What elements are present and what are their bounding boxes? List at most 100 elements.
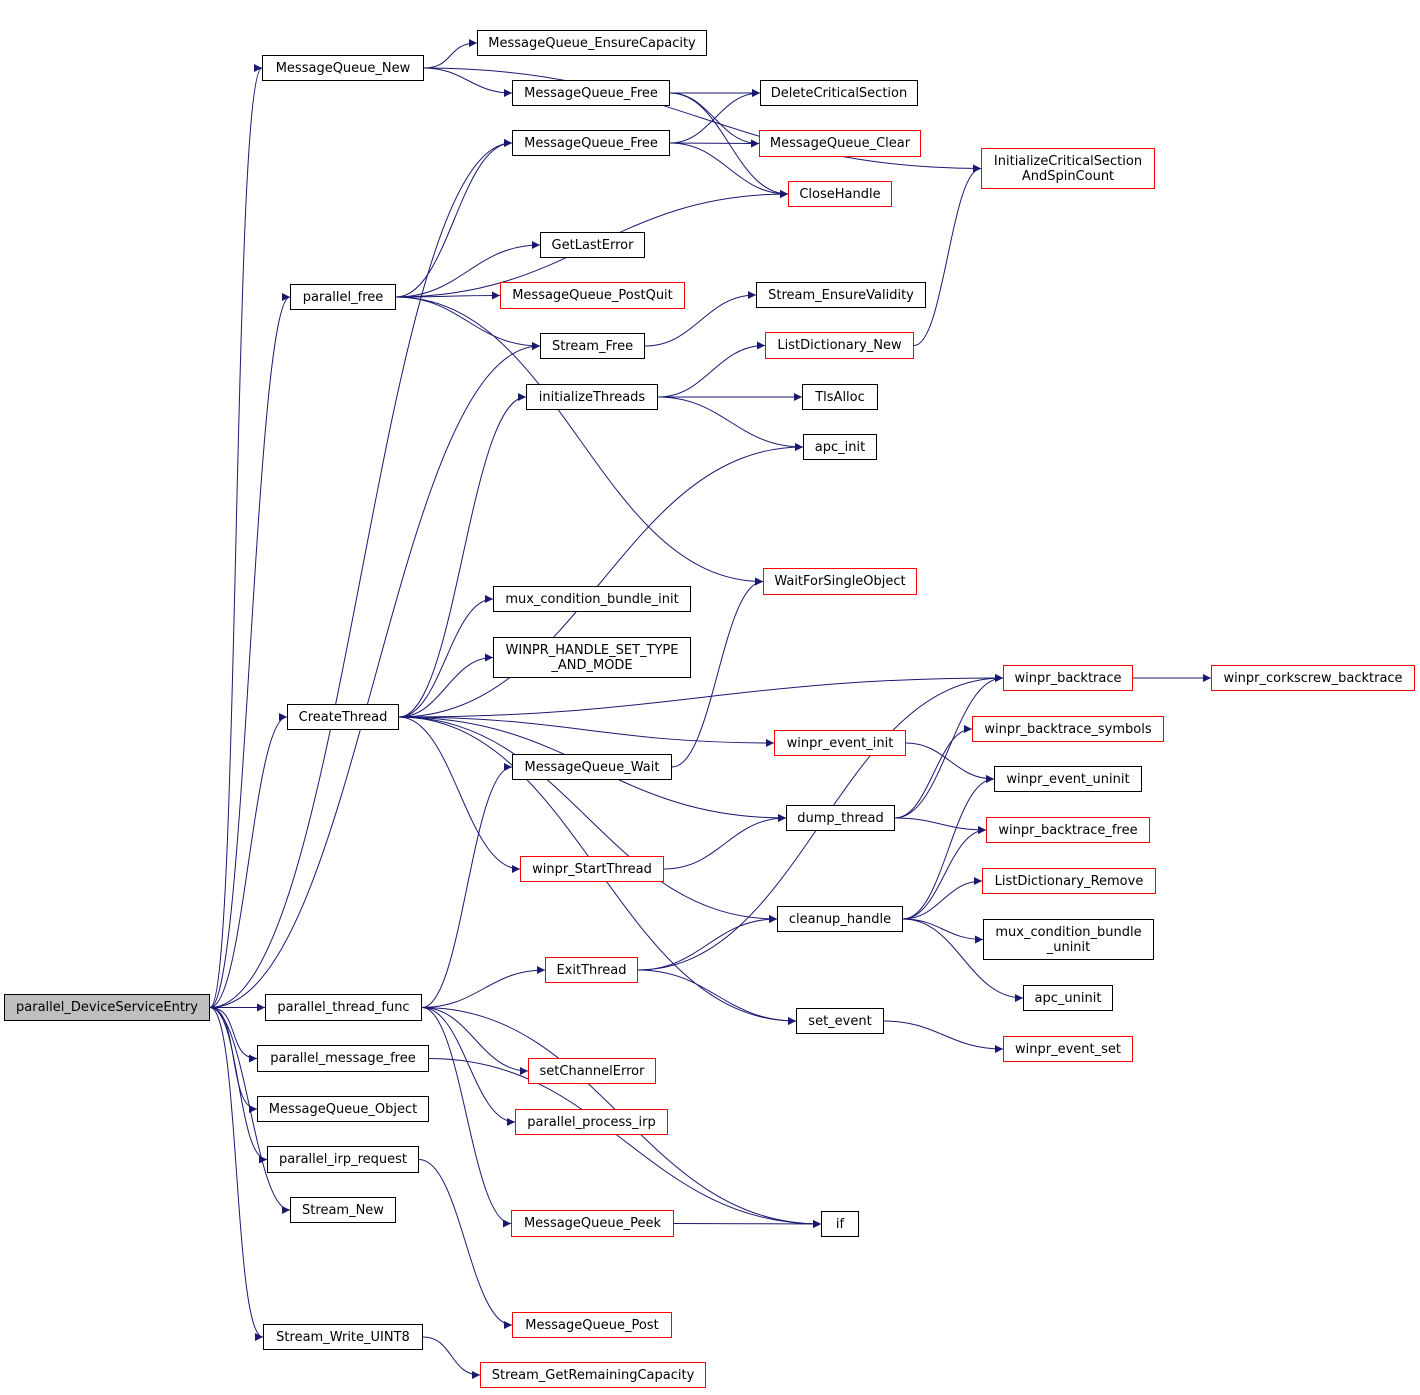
- edge-exitthread-to-cleanup: [637, 915, 778, 971]
- edge-s-free-to-s-ensure: [644, 291, 757, 347]
- edge-mq-free2-to-delcs: [669, 89, 761, 144]
- node-label: ListDictionary_New: [777, 338, 902, 353]
- edge-root-to-createthread: [209, 713, 288, 1008]
- node-label: winpr_event_set: [1015, 1041, 1121, 1057]
- node-label: ExitThread: [556, 962, 627, 978]
- node-label: winpr_event_init: [786, 735, 894, 751]
- edge-createthread-to-whst: [398, 653, 494, 718]
- edge-cleanup-to-apcuninit: [902, 918, 1024, 1002]
- node-pmfree[interactable]: parallel_message_free: [257, 1045, 429, 1072]
- node-createthread[interactable]: CreateThread: [287, 704, 399, 730]
- edge-root-to-swrite: [209, 1007, 264, 1341]
- node-label: Stream_EnsureValidity: [768, 287, 914, 303]
- node-label: Stream_New: [302, 1202, 384, 1218]
- node-pthread[interactable]: parallel_thread_func: [265, 994, 422, 1021]
- edge-initthreads-to-apcinit: [657, 396, 804, 451]
- node-mq-new[interactable]: MessageQueue_New: [262, 55, 424, 81]
- node-cork[interactable]: winpr_corkscrew_backtrace: [1211, 665, 1415, 691]
- edge-pmfree-to-if: [428, 1058, 822, 1228]
- node-apcinit[interactable]: apc_init: [803, 434, 877, 460]
- node-getlast[interactable]: GetLastError: [540, 232, 645, 258]
- edge-createthread-to-startthread: [398, 716, 521, 873]
- edge-mq-free2-to-mq-clear: [669, 139, 760, 148]
- node-mqobj[interactable]: MessageQueue_Object: [257, 1096, 429, 1122]
- node-mqpeek[interactable]: MessageQueue_Peek: [511, 1210, 674, 1237]
- node-label: apc_init: [814, 439, 866, 455]
- edge-pthread-to-pproc: [421, 1007, 516, 1126]
- node-tls[interactable]: TlsAlloc: [802, 384, 878, 410]
- node-swrite[interactable]: Stream_Write_UINT8: [263, 1324, 423, 1350]
- node-mq-clear[interactable]: MessageQueue_Clear: [759, 130, 921, 157]
- edge-root-to-mq-new: [209, 64, 263, 1008]
- node-mq-free2[interactable]: MessageQueue_Free: [512, 130, 670, 156]
- node-initcs[interactable]: InitializeCriticalSection AndSpinCount: [981, 148, 1155, 189]
- node-ev-init[interactable]: winpr_event_init: [774, 730, 906, 756]
- node-ld-new[interactable]: ListDictionary_New: [765, 332, 914, 359]
- node-pirp[interactable]: parallel_irp_request: [267, 1146, 419, 1173]
- node-label: winpr_backtrace: [1014, 670, 1122, 686]
- node-label: parallel_DeviceServiceEntry: [16, 1000, 198, 1015]
- edge-createthread-to-mux-init: [398, 595, 494, 718]
- node-mq-ensure[interactable]: MessageQueue_EnsureCapacity: [477, 30, 707, 56]
- node-label: mux_condition_bundle _uninit: [995, 924, 1142, 955]
- node-startthread[interactable]: winpr_StartThread: [520, 856, 664, 882]
- edge-dump-to-bt: [894, 674, 1004, 819]
- node-root[interactable]: parallel_DeviceServiceEntry: [4, 994, 210, 1021]
- node-mq-wait[interactable]: MessageQueue_Wait: [512, 754, 672, 780]
- node-label: TlsAlloc: [815, 389, 865, 405]
- edge-createthread-to-initthreads: [398, 393, 527, 718]
- edge-root-to-pirp: [209, 1007, 268, 1164]
- node-sgetrem[interactable]: Stream_GetRemainingCapacity: [480, 1362, 706, 1388]
- node-s-ensure[interactable]: Stream_EnsureValidity: [756, 282, 926, 308]
- node-closeh[interactable]: CloseHandle: [788, 181, 892, 207]
- edge-root-to-mq-free2: [209, 139, 513, 1008]
- node-label: Stream_Write_UINT8: [276, 1329, 410, 1345]
- edge-root-to-snew: [209, 1007, 291, 1214]
- node-mux-init[interactable]: mux_condition_bundle_init: [493, 586, 691, 612]
- node-label: MessageQueue_Post: [525, 1317, 659, 1333]
- node-mq-free1[interactable]: MessageQueue_Free: [512, 80, 670, 106]
- edge-exitthread-to-setevent: [637, 969, 797, 1025]
- node-pproc[interactable]: parallel_process_irp: [515, 1109, 668, 1135]
- node-label: MessageQueue_Clear: [769, 136, 911, 151]
- node-evset[interactable]: winpr_event_set: [1003, 1036, 1133, 1062]
- node-label: parallel_message_free: [270, 1051, 416, 1066]
- node-mux-uninit[interactable]: mux_condition_bundle _uninit: [983, 919, 1154, 960]
- node-s-free[interactable]: Stream_Free: [540, 333, 645, 359]
- edge-ev-init-to-ev-uninit: [905, 742, 995, 783]
- node-delcs[interactable]: DeleteCriticalSection: [760, 80, 918, 106]
- node-whst[interactable]: WINPR_HANDLE_SET_TYPE _AND_MODE: [493, 637, 691, 678]
- edge-dump-to-bt-sym: [894, 725, 973, 819]
- node-apcuninit[interactable]: apc_uninit: [1023, 985, 1113, 1011]
- node-postquit[interactable]: MessageQueue_PostQuit: [500, 282, 685, 309]
- node-label: setChannelError: [539, 1063, 645, 1079]
- node-bt-sym[interactable]: winpr_backtrace_symbols: [972, 716, 1164, 742]
- node-setevent[interactable]: set_event: [796, 1008, 884, 1034]
- node-bt[interactable]: winpr_backtrace: [1003, 665, 1133, 691]
- node-initthreads[interactable]: initializeThreads: [526, 384, 658, 410]
- node-ld-remove[interactable]: ListDictionary_Remove: [982, 868, 1156, 894]
- edge-mq-new-to-mq-ensure: [423, 39, 478, 69]
- edge-mq-free2-to-closeh: [669, 142, 789, 198]
- node-cleanup[interactable]: cleanup_handle: [777, 906, 903, 932]
- edge-pfree-to-getlast: [395, 241, 541, 298]
- node-bt-free[interactable]: winpr_backtrace_free: [986, 817, 1150, 843]
- node-snew[interactable]: Stream_New: [290, 1197, 396, 1223]
- node-ev-uninit[interactable]: winpr_event_uninit: [994, 766, 1142, 792]
- node-label: parallel_free: [302, 289, 384, 305]
- node-pfree[interactable]: parallel_free: [290, 284, 396, 310]
- node-label: MessageQueue_Free: [524, 135, 658, 151]
- edge-pthread-to-setch: [421, 1007, 529, 1075]
- edge-createthread-to-cleanup: [398, 716, 778, 923]
- node-exitthread[interactable]: ExitThread: [545, 957, 638, 983]
- node-wfso[interactable]: WaitForSingleObject: [763, 568, 917, 595]
- node-mqpost[interactable]: MessageQueue_Post: [512, 1312, 672, 1338]
- edge-initthreads-to-ld-new: [657, 341, 766, 398]
- node-setch[interactable]: setChannelError: [528, 1058, 656, 1084]
- node-dump[interactable]: dump_thread: [786, 805, 895, 831]
- edge-pirp-to-mqpost: [418, 1159, 513, 1329]
- edge-startthread-to-dump: [663, 814, 787, 870]
- node-if[interactable]: if: [821, 1211, 859, 1237]
